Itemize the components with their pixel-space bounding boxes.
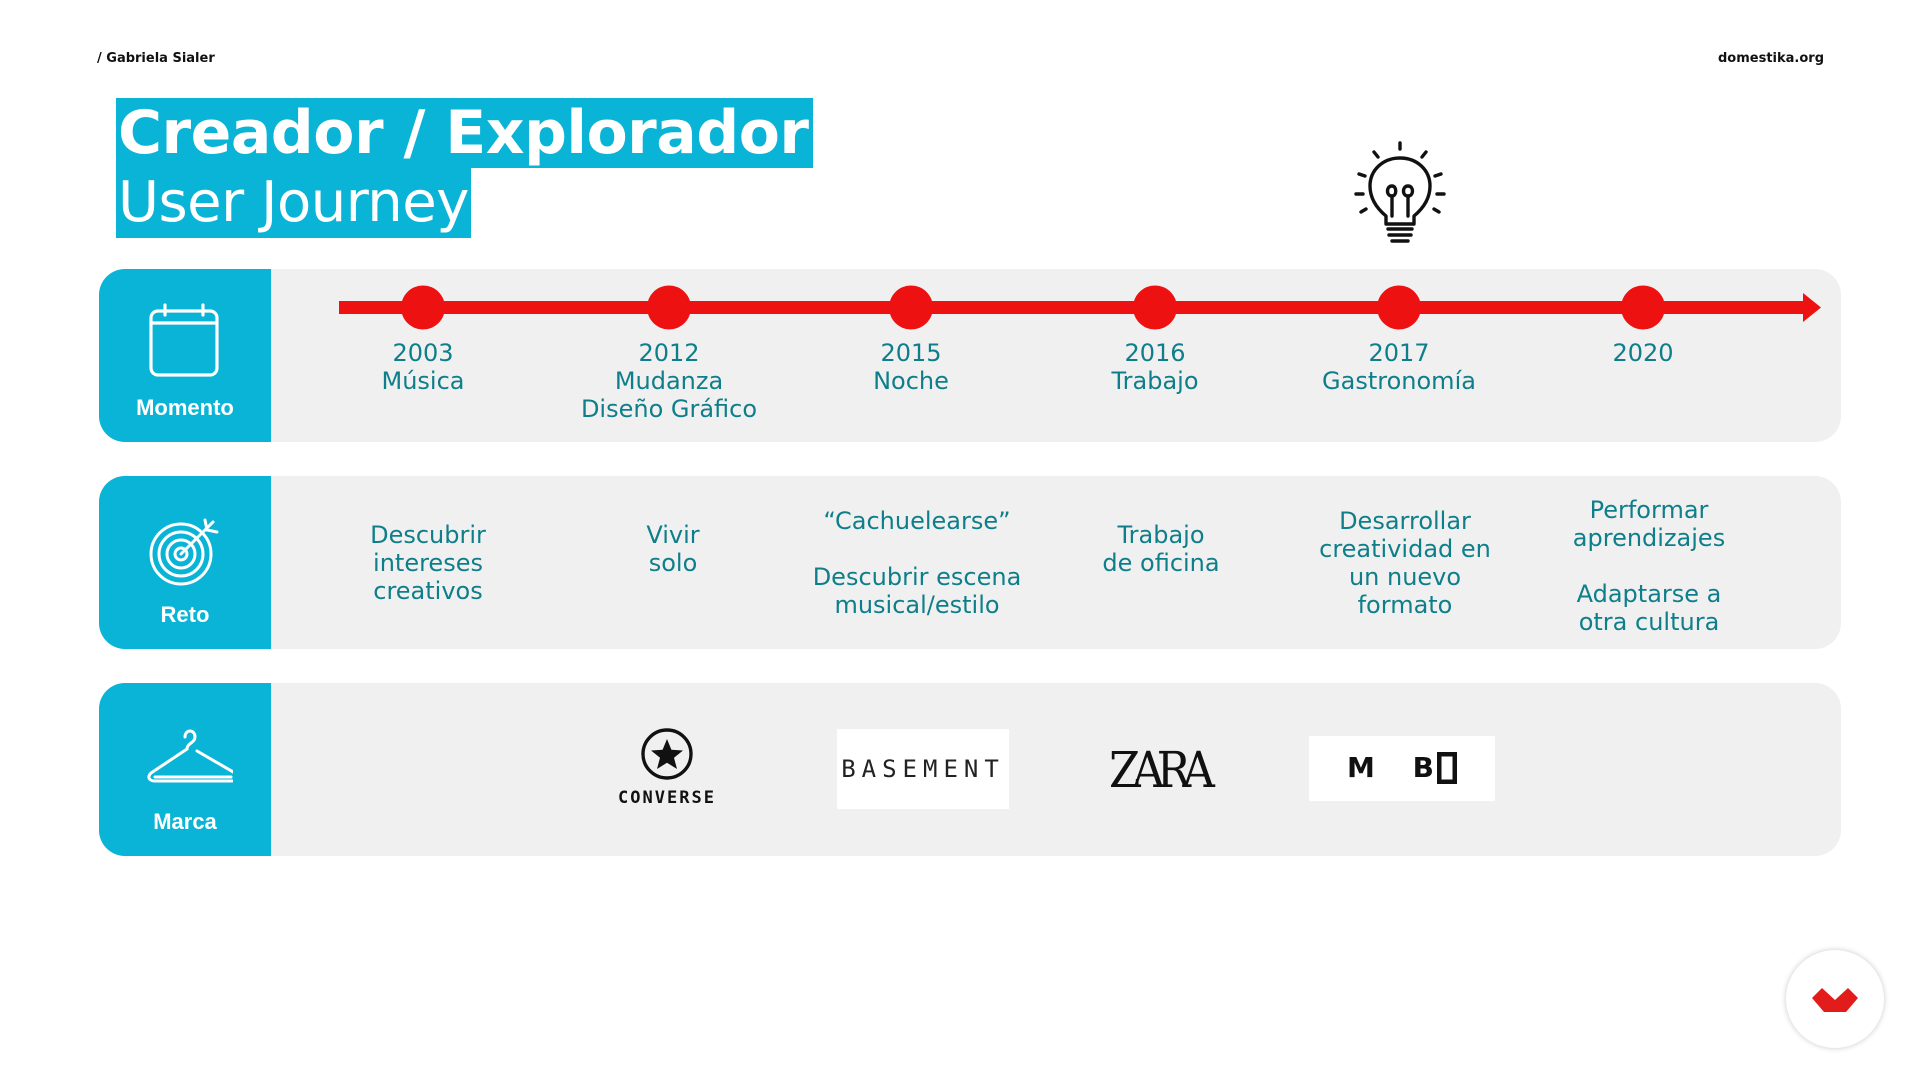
reto-item-line: Desarrollar	[1339, 507, 1471, 535]
converse-star-icon	[641, 728, 693, 780]
target-icon	[149, 518, 219, 586]
lightbulb-icon	[1354, 141, 1446, 243]
domestika-badge[interactable]	[1786, 950, 1884, 1048]
momento-event-line: 2017	[1368, 339, 1430, 367]
mb-logo: M B	[1309, 736, 1495, 801]
reto-item-line: formato	[1357, 591, 1453, 619]
reto-item-line: Descubrir	[370, 521, 486, 549]
momento-event-line: 2012	[638, 339, 700, 367]
hanger-icon	[147, 729, 233, 783]
reto-item-line: Trabajo	[1117, 521, 1205, 549]
mb-bar-icon	[1437, 752, 1457, 784]
timeline-dot-2016	[1133, 285, 1177, 330]
timeline-dot-2020	[1621, 285, 1665, 330]
basement-wordmark: BASEMENT	[841, 755, 1005, 783]
reto-label: Reto	[160, 602, 210, 627]
domestika-logo-icon	[1812, 988, 1858, 1012]
converse-logo: CONVERSE	[599, 726, 735, 812]
zara-wordmark: ZARA	[1109, 741, 1215, 799]
momento-event-line: 2003	[392, 339, 454, 367]
timeline-dot-2015	[889, 285, 933, 330]
site-url[interactable]: domestika.org	[1717, 51, 1824, 66]
reto-item-line: creatividad en	[1319, 535, 1491, 563]
momento-event-line: Música	[381, 367, 465, 395]
momento-event-line: 2016	[1124, 339, 1186, 367]
reto-item-line: Performar	[1589, 496, 1709, 524]
momento-event-line: 2020	[1612, 339, 1674, 367]
reto-item-line	[1499, 552, 1799, 580]
timeline-arrowhead	[1803, 293, 1821, 322]
reto-item-line: creativos	[373, 577, 483, 605]
reto-item-line: Descubrir escena	[812, 563, 1022, 591]
reto-item-line: “Cachuelearse”	[823, 507, 1011, 535]
reto-item-line: aprendizajes	[1572, 524, 1726, 552]
timeline-chart	[339, 285, 1821, 330]
momento-event-line: Gastronomía	[1322, 367, 1476, 395]
reto-item-line: de oficina	[1102, 549, 1220, 577]
title-user-journey: User Journey	[116, 168, 471, 238]
timeline-line	[339, 301, 1809, 314]
mb-wordmark: M B	[1347, 751, 1448, 784]
title-creador-explorador: Creador / Explorador	[116, 98, 813, 168]
timeline-dot-2012	[647, 285, 691, 330]
reto-item-line: Adaptarse a	[1576, 580, 1722, 608]
zara-logo: ZARA	[1109, 743, 1219, 797]
timeline-dot-2003	[401, 285, 445, 330]
row-marca: Marca CONVERSE BASEMENT ZARA M B	[99, 683, 1841, 856]
momento-event-line: Trabajo	[1111, 367, 1199, 395]
marca-label: Marca	[153, 809, 217, 834]
author-credit: / Gabriela Sialer	[97, 51, 215, 66]
reto-item-line: un nuevo	[1348, 563, 1462, 591]
momento-event-line: Mudanza	[614, 367, 724, 395]
reto-item-line: intereses	[373, 549, 483, 577]
converse-wordmark: CONVERSE	[618, 788, 716, 808]
marca-tag: Marca	[99, 683, 271, 856]
reto-item-line: otra cultura	[1578, 608, 1720, 636]
timeline-dot-2017	[1377, 285, 1421, 330]
momento-event-line: 2015	[880, 339, 942, 367]
reto-item-line: Vivir	[646, 521, 700, 549]
momento-event-line: Diseño Gráfico	[580, 395, 758, 423]
reto-item-line: solo	[648, 549, 698, 577]
momento-event-6: 2020	[1493, 339, 1793, 367]
momento-label: Momento	[136, 395, 234, 420]
calendar-icon	[149, 303, 219, 377]
basement-logo: BASEMENT	[837, 729, 1009, 809]
momento-event-line: Noche	[873, 367, 949, 395]
reto-item-line: musical/estilo	[834, 591, 1000, 619]
momento-tag: Momento	[99, 269, 271, 442]
reto-tag: Reto	[99, 476, 271, 649]
